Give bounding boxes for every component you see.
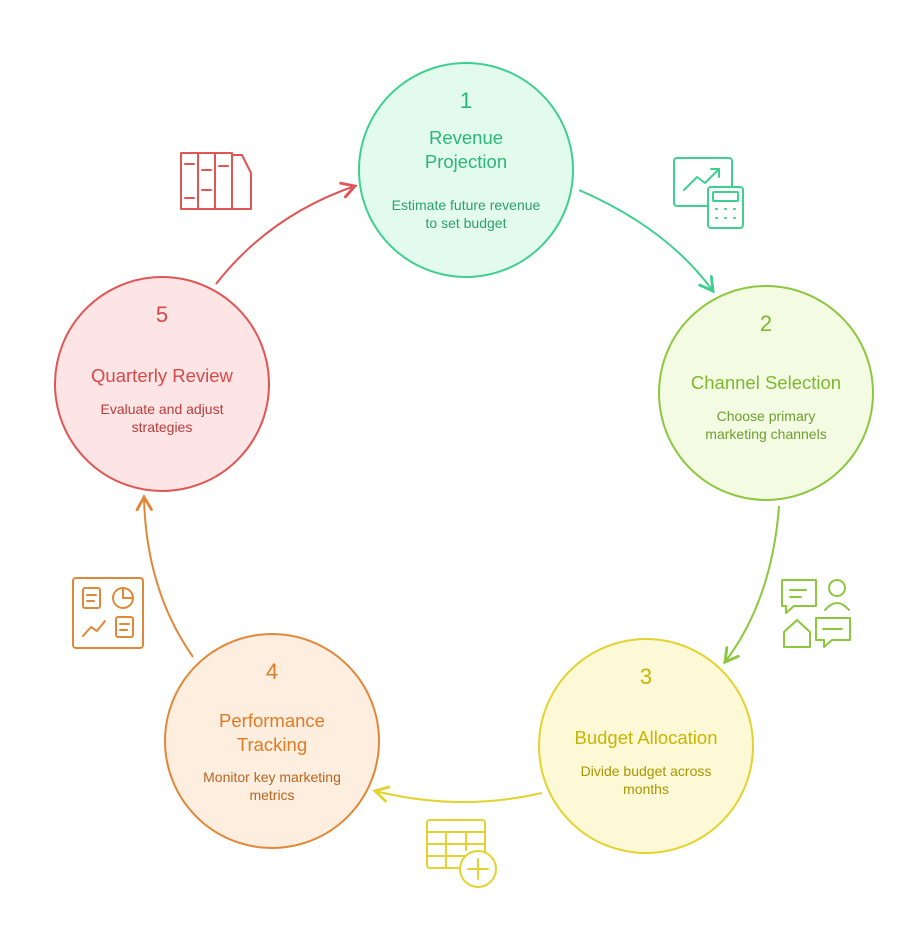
step-number: 1 xyxy=(459,88,473,113)
arrow-3-to-4 xyxy=(372,785,543,803)
step-number: 4 xyxy=(265,659,279,684)
step-3-budget-allocation: 3 Budget Allocation Divide budget across… xyxy=(538,638,754,854)
arrow-4-to-5 xyxy=(135,494,194,658)
arrow-1-to-2 xyxy=(578,189,715,294)
arrow-5-to-1 xyxy=(215,181,358,285)
finance-calculator-icon xyxy=(673,157,744,229)
step-1-revenue-projection: 1 Revenue Projection Estimate future rev… xyxy=(358,62,574,278)
step-description: Monitor key marketing metrics xyxy=(203,769,341,803)
step-2-channel-selection: 2 Channel Selection Choose primary marke… xyxy=(658,285,874,501)
step-title: Channel Selection xyxy=(690,372,842,393)
dashboard-report-icon xyxy=(72,577,144,649)
book-shelf-icon xyxy=(180,152,252,210)
step-number: 5 xyxy=(155,302,169,327)
step-description: Estimate future revenue to set budget xyxy=(391,197,541,231)
arrow-2-to-3 xyxy=(723,505,780,665)
step-5-quarterly-review: 5 Quarterly Review Evaluate and adjust s… xyxy=(54,276,270,492)
step-title: Performance Tracking xyxy=(219,710,325,755)
step-title: Revenue Projection xyxy=(424,127,508,172)
step-number: 3 xyxy=(639,664,653,689)
step-description: Divide budget across months xyxy=(580,763,712,797)
step-number: 2 xyxy=(759,311,773,336)
table-add-icon xyxy=(426,819,497,888)
step-title: Budget Allocation xyxy=(574,727,718,748)
step-description: Choose primary marketing channels xyxy=(705,408,827,442)
step-4-performance-tracking: 4 Performance Tracking Monitor key marke… xyxy=(164,633,380,849)
chat-user-home-icon xyxy=(781,579,851,648)
step-title: Quarterly Review xyxy=(91,365,233,386)
step-description: Evaluate and adjust strategies xyxy=(100,401,224,435)
